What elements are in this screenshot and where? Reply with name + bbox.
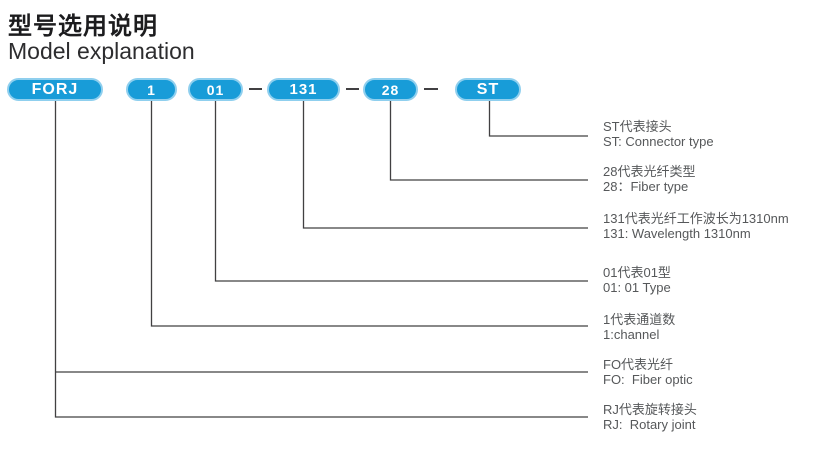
legend-1-english: 1:channel xyxy=(603,327,660,342)
dash-separator xyxy=(424,88,438,90)
connector-st xyxy=(488,100,588,137)
dash-separator xyxy=(249,88,262,90)
page-title-chinese: 型号选用说明 xyxy=(8,13,158,40)
dash-separator xyxy=(346,88,359,90)
connector-131 xyxy=(302,100,588,229)
legend-item-st: ST代表接头 ST: Connector type xyxy=(603,119,813,149)
legend-fo-chinese: FO代表光纤 xyxy=(603,357,674,372)
legend-131-chinese: 131代表光纤工作波长为1310nm xyxy=(603,211,789,226)
model-segment-01: 01 xyxy=(188,78,243,101)
legend-item-131: 131代表光纤工作波长为1310nm 131: Wavelength 1310n… xyxy=(603,211,813,241)
legend-st-chinese: ST代表接头 xyxy=(603,119,672,134)
model-segment-28: 28 xyxy=(363,78,418,101)
legend-item-fo: FO代表光纤 FO: Fiber optic xyxy=(603,357,813,387)
page-title-english: Model explanation xyxy=(8,38,195,64)
model-segment-131: 131 xyxy=(267,78,340,101)
model-segment-st: ST xyxy=(455,78,521,101)
legend-fo-english: FO: Fiber optic xyxy=(603,372,693,387)
model-segment-forj: FORJ xyxy=(7,78,103,101)
legend-131-english: 131: Wavelength 1310nm xyxy=(603,226,751,241)
legend-item-01: 01代表01型 01: 01 Type xyxy=(603,265,813,295)
legend-item-28: 28代表光纤类型 28：Fiber type xyxy=(603,164,813,194)
legend-28-english: 28：Fiber type xyxy=(603,179,689,194)
legend-28-chinese: 28代表光纤类型 xyxy=(603,164,696,179)
connector-01 xyxy=(214,100,588,282)
legend-rj-english: RJ: Rotary joint xyxy=(603,417,696,432)
legend-01-chinese: 01代表01型 xyxy=(603,265,671,280)
connector-28 xyxy=(389,100,588,181)
connector-1 xyxy=(150,100,588,327)
legend-item-1: 1代表通道数 1:channel xyxy=(603,312,813,342)
legend-rj-chinese: RJ代表旋转接头 xyxy=(603,402,697,417)
legend-st-english: ST: Connector type xyxy=(603,134,714,149)
model-segment-1: 1 xyxy=(126,78,177,101)
legend-01-english: 01: 01 Type xyxy=(603,280,671,295)
legend-1-chinese: 1代表通道数 xyxy=(603,312,676,327)
legend-item-rj: RJ代表旋转接头 RJ: Rotary joint xyxy=(603,402,813,432)
connector-rj xyxy=(54,100,588,418)
